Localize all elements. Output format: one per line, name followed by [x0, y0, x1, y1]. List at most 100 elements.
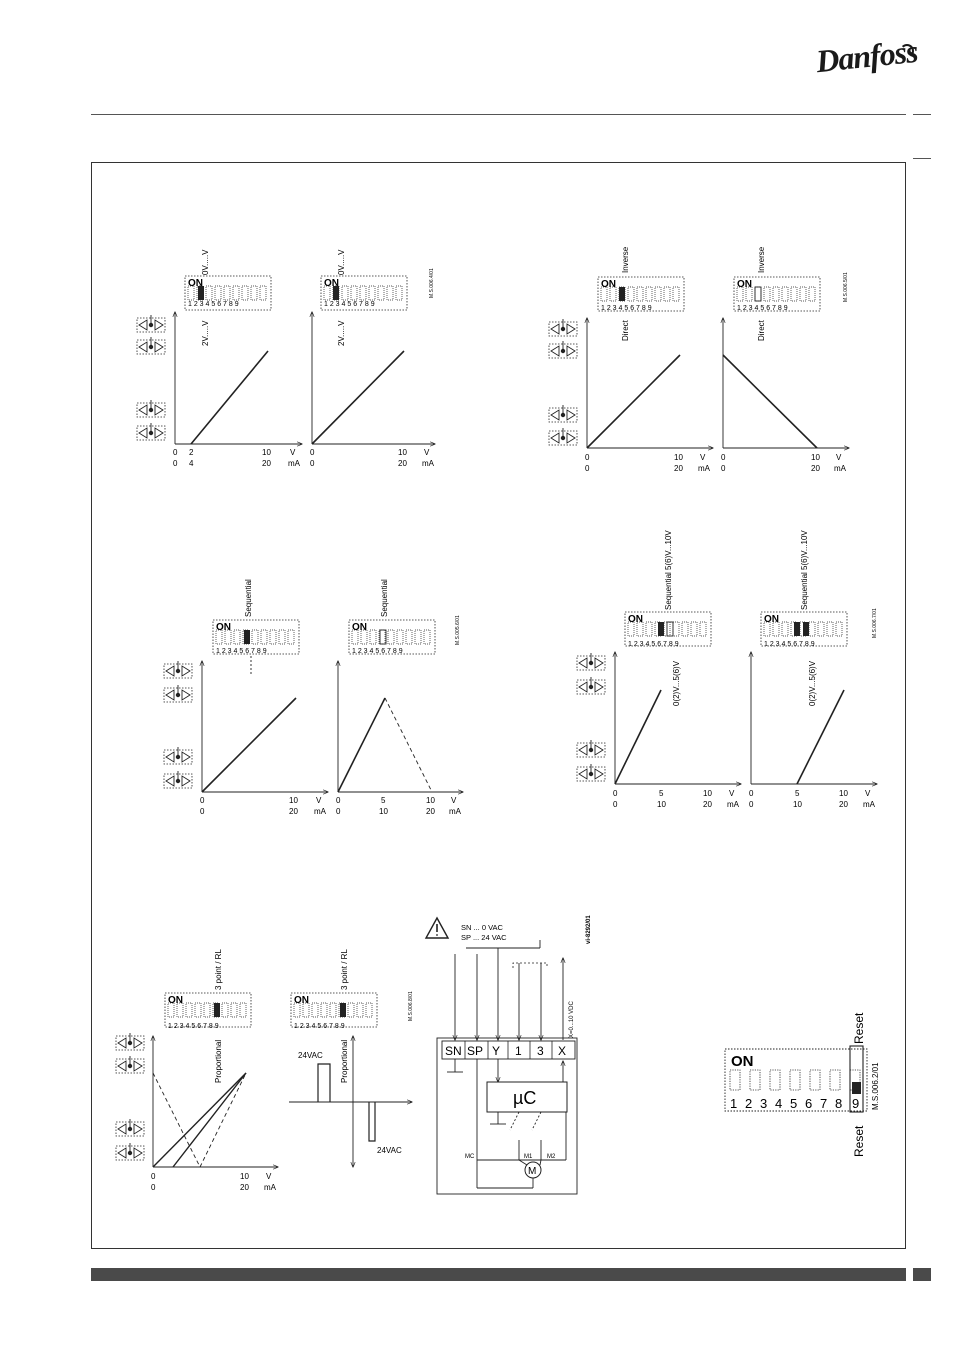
switch-number: 5 [790, 1096, 797, 1111]
valve-icon [136, 422, 166, 441]
switch-number: 9 [852, 1096, 859, 1111]
switch-numbers: 1 2 3 4 5 6 7 8 9 [188, 301, 239, 308]
tick-label: 0 [173, 448, 178, 457]
diagram-code: M.S.006.7/01 [872, 608, 878, 638]
logo-swoosh-icon [900, 44, 914, 58]
diagram-code: M.S.006.5/01 [843, 272, 849, 302]
three-point-label: 3 point / RL [214, 949, 223, 990]
tick-label: 5 [381, 796, 386, 805]
unit-label: V [424, 448, 430, 457]
tick-label: 10 [811, 453, 820, 462]
switch-on-label: ON [601, 279, 616, 290]
unit-label: mA [727, 800, 740, 809]
header-rule [91, 114, 906, 115]
tick-label: 10 [426, 796, 435, 805]
x-output-label: X=0...10 VDC [569, 1000, 575, 1038]
tick-label: 10 [793, 800, 802, 809]
reset-top-label: Reset [852, 1012, 866, 1044]
switch-numbers: 1 2 3 4 5 6 7 8 9 [737, 305, 788, 312]
tick-label: 5 [659, 789, 664, 798]
unit-label: V [290, 448, 296, 457]
switch-numbers: 1 2 3 4 5 6 7 8 9 [168, 1023, 219, 1030]
tick-label: 4 [189, 459, 194, 468]
valve-icon [163, 660, 193, 679]
diagram-code: M.S.006.2/01 [871, 1062, 880, 1110]
diagram-code: vi-8292/01 [586, 915, 592, 944]
unit-label: mA [863, 800, 876, 809]
tick-label: 20 [289, 807, 298, 816]
footer-bar [91, 1268, 906, 1281]
controller-label: µC [513, 1088, 536, 1108]
unit-label: mA [449, 807, 462, 816]
direct-line [586, 354, 681, 449]
switch-on-label: ON [737, 279, 752, 290]
valve-icon [163, 746, 193, 765]
diagram-code: M.S.005.6/01 [455, 615, 461, 645]
unit-label: V [700, 453, 706, 462]
tick-label: 10 [262, 448, 271, 457]
switch-numbers: 1 2 3 4 5 6 7 8 9 [324, 301, 375, 308]
top-range-label: 0V.....V [201, 249, 210, 275]
switch-on-label: ON [764, 614, 779, 625]
sequential-range-label: Sequential 5(6)V...10V [800, 530, 809, 610]
valve-icon [115, 1118, 145, 1137]
switch-number: 4 [775, 1096, 782, 1111]
proportional-line-offset [172, 1072, 247, 1168]
tick-label: 20 [811, 464, 820, 473]
switch-number: 2 [745, 1096, 752, 1111]
terminal-x: X [558, 1044, 566, 1058]
sequential-dashed-line [384, 697, 433, 793]
terminal-strip [441, 1040, 576, 1060]
proportional-label: Proportional [214, 1040, 223, 1083]
switch-number: 6 [805, 1096, 812, 1111]
mc-label: MC [465, 1154, 475, 1160]
unit-label: V [316, 796, 322, 805]
switch-on-label: ON [168, 995, 183, 1006]
tick-label: 20 [839, 800, 848, 809]
switch-on-label: ON [294, 995, 309, 1006]
tick-label: 0 [151, 1172, 156, 1181]
terminal-sn: SN [445, 1044, 462, 1058]
warning-icon [424, 916, 450, 939]
tick-label: 20 [398, 459, 407, 468]
content-frame [91, 162, 906, 1249]
tick-label: 0 [336, 796, 341, 805]
switch-numbers: 1 2 3 4 5 6 7 8 9 [352, 648, 403, 655]
switch-numbers: 1 2 3 4 5 6 7 8 9 [294, 1023, 345, 1030]
tick-label: 0 [613, 800, 618, 809]
direct-label: Direct [757, 319, 766, 341]
tick-label: 20 [674, 464, 683, 473]
characteristic-line [796, 689, 845, 785]
switch-numbers: 1 2 3 4 5 6 7 8 9 [216, 648, 267, 655]
switch-on-label: ON [628, 614, 643, 625]
tick-label: 0 [151, 1183, 156, 1192]
valve-icon [548, 404, 578, 423]
switch-number: 8 [835, 1096, 842, 1111]
vac-negative-label: 24VAC [377, 1146, 402, 1155]
switch-number: 3 [760, 1096, 767, 1111]
panel-sequential-split: ON 1 2 3 4 5 6 7 8 9 Sequential 5(6)V...… [576, 530, 878, 809]
tick-label: 0 [585, 453, 590, 462]
three-point-label: 3 point / RL [340, 949, 349, 990]
terminal-y: Y [492, 1044, 500, 1058]
proportional-line [152, 1072, 247, 1168]
panel-voltage-range: ON 1 2 3 4 5 6 7 8 9 0V.....V 2V.....V M… [136, 249, 435, 468]
unit-label: mA [264, 1183, 277, 1192]
unit-label: V [451, 796, 457, 805]
valve-icon [548, 427, 578, 446]
tick-label: 10 [674, 453, 683, 462]
tick-label: 10 [289, 796, 298, 805]
switch-on-label: ON [324, 278, 339, 289]
tick-label: 20 [426, 807, 435, 816]
tick-label: 0 [749, 789, 754, 798]
switch-numbers: 1 2 3 4 5 6 7 8 9 [628, 641, 679, 648]
valve-icon [576, 676, 606, 695]
tick-label: 0 [310, 448, 315, 457]
tick-label: 10 [379, 807, 388, 816]
controller-box [486, 1081, 568, 1113]
characteristic-line [614, 689, 662, 785]
tick-label: 0 [173, 459, 178, 468]
unit-label: V [836, 453, 842, 462]
unit-label: V [266, 1172, 272, 1181]
